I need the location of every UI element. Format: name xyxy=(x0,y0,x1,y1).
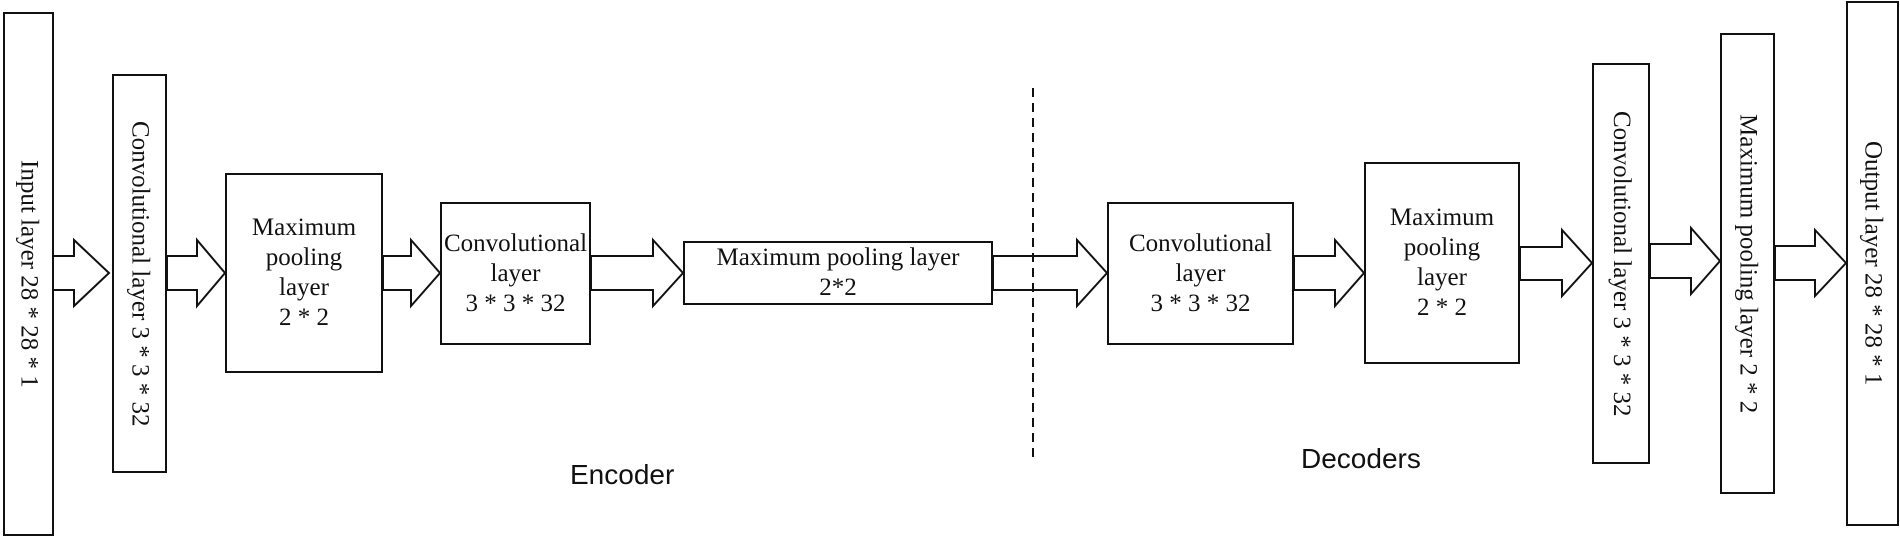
arrow-decoder-pool-to-conv xyxy=(1519,227,1594,299)
arrow-pool2-to-decoder-conv xyxy=(992,237,1109,309)
decoder-conv-layer-2-box: Convolutional layer 3 * 3 * 32 xyxy=(1592,63,1650,464)
output-layer-label: Output layer 28 * 28 * 1 xyxy=(1859,141,1887,386)
encoder-conv-layer-2-label: Convolutional layer 3 * 3 * 32 xyxy=(443,229,588,317)
arrow-decoder-conv-to-pool2 xyxy=(1649,225,1722,297)
decoder-caption: Decoders xyxy=(1301,443,1421,474)
encoder-caption: Encoder xyxy=(570,459,675,490)
input-layer-box: Input layer 28 * 28 * 1 xyxy=(3,12,54,536)
decoder-max-pooling-2-box: Maximum pooling layer 2 * 2 xyxy=(1720,33,1775,494)
decoder-max-pooling-1-label: Maximum pooling layer 2 * 2 xyxy=(1389,204,1495,321)
decoder-conv-layer-1-box: Convolutional layer 3 * 3 * 32 xyxy=(1107,202,1294,345)
encoder-conv-layer-1-label: Convolutional layer 3 * 3 * 32 xyxy=(126,120,154,427)
input-layer-label: Input layer 28 * 28 * 1 xyxy=(15,160,43,388)
arrow-pool1-to-conv2 xyxy=(382,237,442,309)
decoder-conv-layer-2-label: Convolutional layer 3 * 3 * 32 xyxy=(1608,110,1635,417)
encoder-max-pooling-2-label: Maximum pooling layer 2*2 xyxy=(716,244,960,301)
decoder-conv-layer-1-label: Convolutional layer 3 * 3 * 32 xyxy=(1128,229,1273,317)
arrow-conv2-to-pool2 xyxy=(590,237,685,309)
decoder-max-pooling-2-label: Maximum pooling layer 2 * 2 xyxy=(1734,113,1762,414)
output-layer-box: Output layer 28 * 28 * 1 xyxy=(1846,1,1899,526)
encoder-max-pooling-1-box: Maximum pooling layer 2 * 2 xyxy=(225,173,383,373)
encoder-max-pooling-1-label: Maximum pooling layer 2 * 2 xyxy=(251,214,357,331)
arrow-input-to-conv1 xyxy=(45,237,111,309)
encoder-conv-layer-2-box: Convolutional layer 3 * 3 * 32 xyxy=(440,202,591,345)
arrow-conv1-to-pool1 xyxy=(166,237,227,309)
decoder-max-pooling-1-box: Maximum pooling layer 2 * 2 xyxy=(1364,162,1520,364)
encoder-conv-layer-1-box: Convolutional layer 3 * 3 * 32 xyxy=(112,74,167,473)
encoder-max-pooling-2-box: Maximum pooling layer 2*2 xyxy=(683,241,993,305)
arrow-decoder-conv-to-pool xyxy=(1293,237,1366,309)
arrow-decoder-pool2-to-output xyxy=(1774,227,1848,299)
